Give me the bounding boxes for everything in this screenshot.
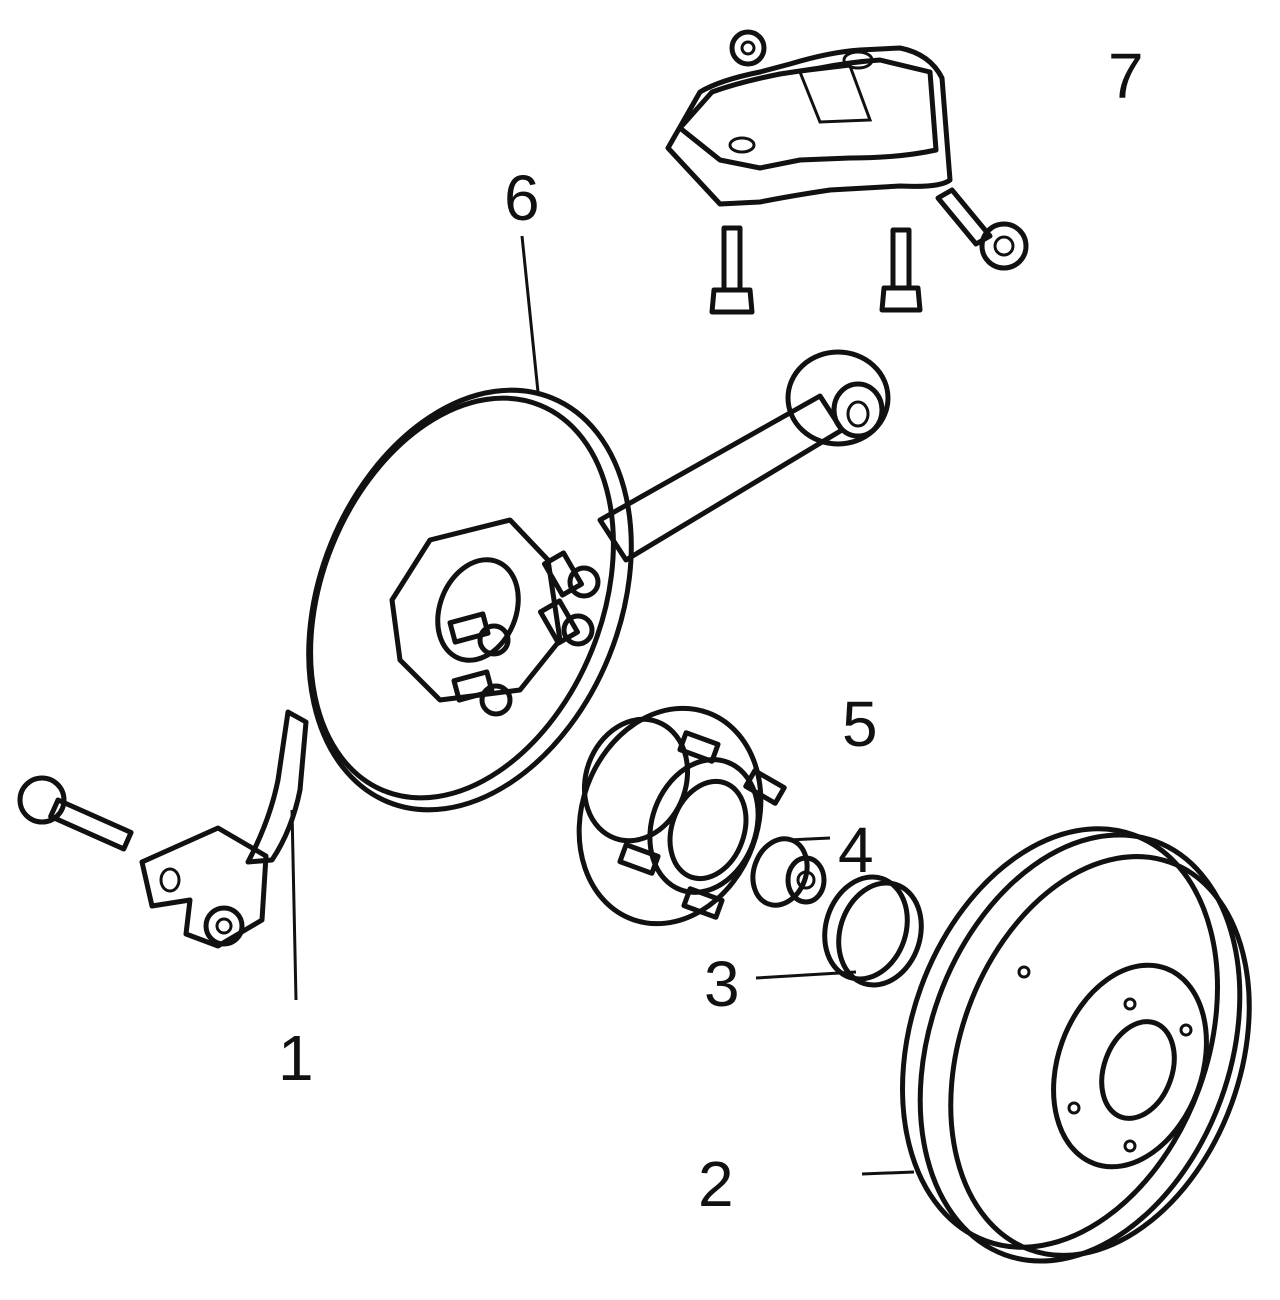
leader-line-2: [861, 1170, 915, 1176]
wheel-stud-icon: [743, 768, 787, 806]
backing-plate-assembly: [17, 349, 891, 949]
callout-2: 2: [698, 1148, 734, 1220]
bolt-icon: [935, 187, 1029, 271]
leader-line-6: [520, 235, 540, 393]
drum-bolt-hole: [1067, 1101, 1081, 1115]
callout-4: 4: [838, 814, 874, 886]
drum-bolt-hole: [1017, 965, 1031, 979]
bracket-plate-top: [677, 57, 939, 171]
lower-arm: [245, 709, 309, 865]
leader-line-1: [290, 809, 298, 1001]
callout-5: 5: [842, 688, 878, 760]
callout-6: 6: [504, 162, 540, 234]
bolt-icon: [17, 775, 134, 852]
wheel-stud-icon: [681, 886, 725, 920]
drum-hub-face: [1051, 962, 1209, 1170]
trailing-arm: [597, 393, 845, 563]
stud-icon: [447, 611, 511, 657]
nut-icon: [203, 905, 245, 947]
hub-bore-inner: [667, 778, 749, 882]
bolt-icon: [709, 225, 755, 315]
leader-line-4: [787, 836, 831, 842]
yoke-bracket: [139, 825, 269, 949]
drum-face: [948, 854, 1252, 1258]
drum-bolt-hole: [1123, 997, 1137, 1011]
bracket-hole: [728, 136, 756, 154]
bracket-rib: [797, 64, 873, 124]
stud-icon: [451, 669, 513, 717]
brake-drum: [900, 826, 1252, 1264]
wheel-stud-icon: [617, 842, 661, 876]
nut-icon: [729, 29, 767, 67]
hub-bore-outer: [647, 757, 761, 895]
bracket-hole: [842, 50, 874, 70]
dust-cap: [822, 874, 924, 988]
bushing-icon: [785, 349, 891, 447]
drum-bolt-hole: [1123, 1139, 1137, 1153]
callout-7: 7: [1108, 40, 1144, 112]
backing-plate-face: [308, 395, 616, 801]
yoke-hole: [159, 867, 181, 893]
drum-outer-rim: [917, 832, 1243, 1264]
bolt-icon: [879, 227, 923, 313]
stud-icon: [541, 550, 601, 599]
drum-back-rim: [900, 826, 1220, 1250]
bracket-plate: [665, 45, 953, 207]
backing-plate-center-hole: [435, 557, 521, 663]
stud-icon: [537, 598, 595, 647]
bracket-assembly: [665, 29, 1029, 315]
leader-line-3: [755, 970, 857, 980]
drum-center-hole: [1099, 1019, 1177, 1121]
hub-assembly: [576, 705, 787, 927]
callout-1: 1: [278, 1022, 314, 1094]
wheel-stud-icon: [677, 730, 721, 764]
drum-bolt-hole: [1179, 1023, 1193, 1037]
callout-3: 3: [704, 948, 740, 1020]
